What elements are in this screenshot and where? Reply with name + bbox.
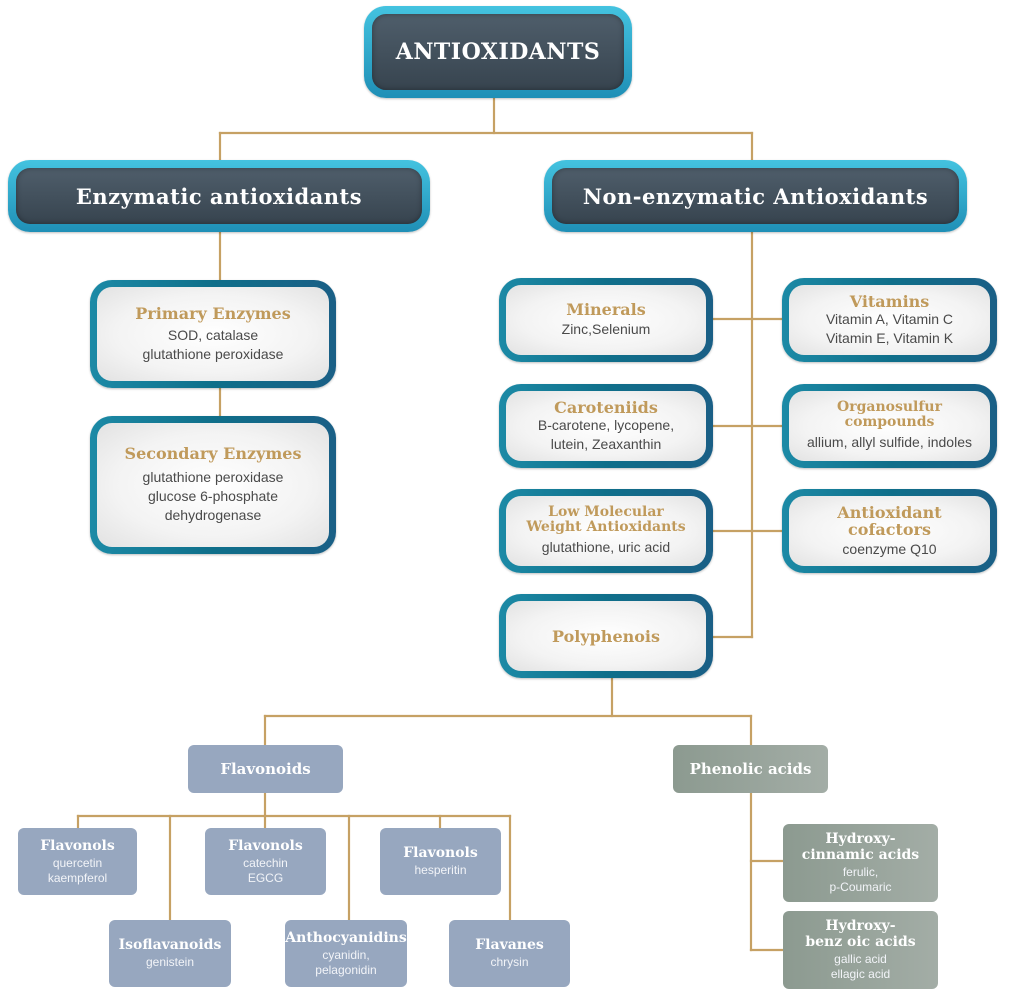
non-enzymatic-node: Non-enzymatic Antioxidants (544, 160, 967, 232)
flavonols-line: hesperitin (414, 863, 467, 877)
flavonoids-title: Flavonoids (220, 760, 311, 778)
primary-enzymes-title: Primary Enzymes (135, 303, 291, 323)
vitamins-node: Vitamins Vitamin A, Vitamin C Vitamin E,… (782, 278, 997, 362)
carotenoids-line: lutein, Zeaxanthin (550, 435, 662, 452)
vitamins-line: Vitamin E, Vitamin K (825, 329, 954, 346)
organosulfur-node: Organosulfur compounds allium, allyl sul… (782, 384, 997, 468)
polyphenols-title: Polyphenois (551, 626, 661, 646)
vitamins-title: Vitamins (849, 291, 930, 311)
carotenoids-title: Caroteniids (554, 397, 658, 417)
root-title: ANTIOXIDANTS (372, 14, 624, 90)
anthocyanidins-line: pelagonidin (315, 962, 377, 977)
phenolic-acids-node: Phenolic acids (673, 745, 828, 793)
low-mw-title: Weight Antioxidants (526, 519, 686, 535)
flavonols-title: Flavonols (228, 837, 303, 854)
enzymatic-node: Enzymatic antioxidants (8, 160, 430, 232)
flavonols-line: catechin (243, 855, 288, 870)
enzymatic-title: Enzymatic antioxidants (16, 168, 422, 224)
flavonols-quercetin-node: Flavonols quercetin kaempferol (18, 828, 137, 895)
anthocyanidins-title: Anthocyanidins (285, 929, 407, 946)
polyphenols-node: Polyphenois (499, 594, 713, 678)
low-mw-title: Low Molecular (548, 504, 664, 520)
flavanes-title: Flavanes (475, 937, 544, 953)
cofactors-title: Antioxidant cofactors (837, 502, 942, 539)
secondary-enzymes-line: glutathione peroxidase (142, 469, 284, 485)
hydroxycinnamic-line: ferulic, (842, 865, 879, 879)
flavanes-node: Flavanes chrysin (449, 920, 570, 987)
flavonols-line: kaempferol (47, 870, 108, 885)
flavonols-line: quercetin (52, 855, 103, 870)
anthocyanidins-line: cyanidin, (322, 947, 370, 962)
hydroxybenzoic-title: benz oic acids (805, 934, 916, 950)
cofactors-node: Antioxidant cofactors coenzyme Q10 (782, 489, 997, 573)
primary-enzymes-line: glutathione peroxidase (142, 345, 284, 362)
hydroxybenzoic-title: Hydroxy- (825, 918, 896, 934)
flavonols-title: Flavonols (403, 845, 478, 861)
isoflavanoids-node: Isoflavanoids genistein (109, 920, 231, 987)
minerals-title: Minerals (566, 300, 646, 319)
flavanes-line: chrysin (490, 955, 529, 969)
root-node: ANTIOXIDANTS (364, 6, 632, 98)
carotenoids-node: Caroteniids B-carotene, lycopene, lutein… (499, 384, 713, 468)
hydroxycinnamic-line: p-Coumaric (829, 880, 892, 894)
anthocyanidins-node: Anthocyanidins cyanidin, pelagonidin (285, 920, 407, 987)
hydroxybenzoic-line: ellagic acid (830, 967, 891, 981)
hydroxycinnamic-node: Hydroxy- cinnamic acids ferulic, p-Couma… (783, 824, 938, 902)
phenolic-acids-title: Phenolic acids (689, 760, 812, 778)
flavonols-line: EGCG (247, 870, 284, 885)
flavonoids-node: Flavonoids (188, 745, 343, 793)
cofactors-line: coenzyme Q10 (842, 540, 937, 557)
organosulfur-title: compounds (844, 414, 935, 430)
isoflavanoids-line: genistein (145, 955, 195, 969)
minerals-node: Minerals Zinc,Selenium (499, 278, 713, 362)
secondary-enzymes-line: glucose 6-phosphate (148, 488, 278, 504)
hydroxycinnamic-title: Hydroxy- (825, 831, 896, 847)
organosulfur-title: Organosulfur (837, 399, 942, 415)
minerals-line: Zinc,Selenium (561, 321, 651, 337)
secondary-enzymes-line: dehydrogenase (164, 507, 262, 523)
vitamins-line: Vitamin A, Vitamin C (825, 310, 954, 327)
hydroxycinnamic-title: cinnamic acids (801, 847, 920, 863)
primary-enzymes-line: SOD, catalase (167, 326, 259, 343)
hydroxybenzoic-node: Hydroxy- benz oic acids gallic acid ella… (783, 911, 938, 989)
flavonols-title: Flavonols (40, 837, 115, 854)
primary-enzymes-node: Primary Enzymes SOD, catalase glutathion… (90, 280, 336, 388)
low-mw-node: Low Molecular Weight Antioxidants glutat… (499, 489, 713, 573)
secondary-enzymes-node: Secondary Enzymes glutathione peroxidase… (90, 416, 336, 554)
flavonols-catechin-node: Flavonols catechin EGCG (205, 828, 326, 895)
secondary-enzymes-title: Secondary Enzymes (124, 444, 302, 463)
organosulfur-line: allium, allyl sulfide, indoles (807, 434, 972, 450)
flavonols-hesperitin-node: Flavonols hesperitin (380, 828, 501, 895)
isoflavanoids-title: Isoflavanoids (118, 937, 222, 953)
non-enzymatic-title: Non-enzymatic Antioxidants (552, 168, 959, 224)
low-mw-line: glutathione, uric acid (541, 539, 671, 555)
carotenoids-line: B-carotene, lycopene, (537, 416, 675, 433)
hydroxybenzoic-line: gallic acid (834, 952, 887, 966)
